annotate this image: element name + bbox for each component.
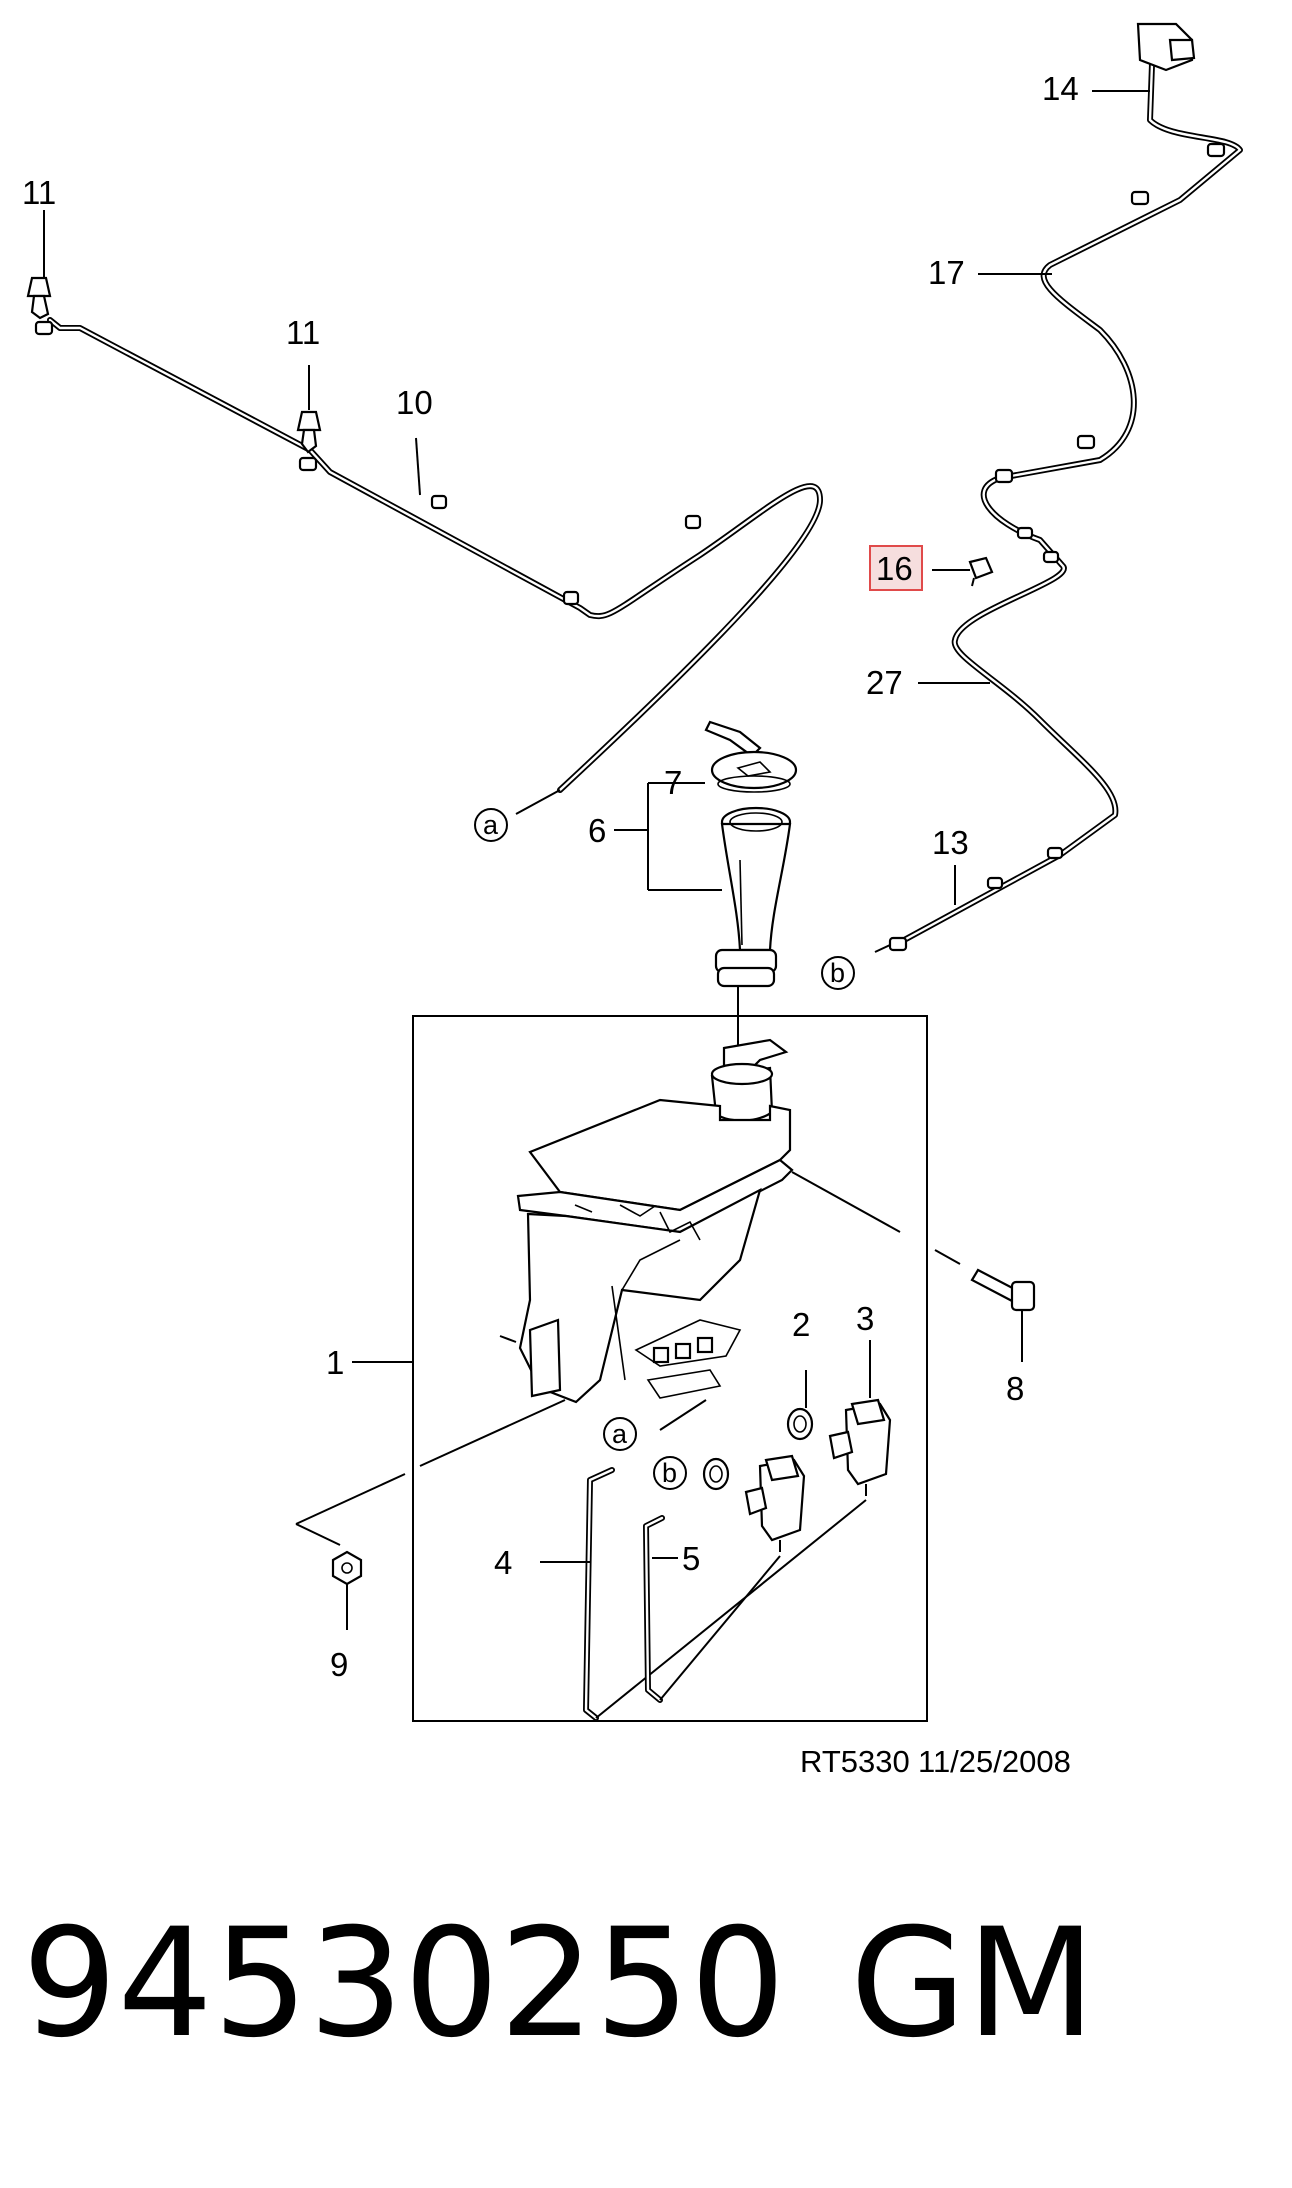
washer-pump-front <box>828 1340 892 1496</box>
nut-9 <box>331 1550 363 1630</box>
callout-4: 4 <box>494 1544 512 1581</box>
part-number: 94530250 <box>22 1897 785 2071</box>
callout-8: 8 <box>1006 1370 1024 1407</box>
callout-13: 13 <box>932 824 969 861</box>
filler-neck <box>714 806 792 988</box>
callout-9: 9 <box>330 1646 348 1683</box>
rear-washer-hose <box>874 22 1243 953</box>
callout-1: 1 <box>326 1344 344 1381</box>
callout-14: 14 <box>1042 70 1079 107</box>
svg-text:b: b <box>662 1458 677 1488</box>
bolt-8 <box>970 1268 1036 1362</box>
washer-pump-rear <box>744 1454 806 1552</box>
washer-reservoir <box>516 1038 794 1404</box>
assembly-frame <box>412 1015 928 1722</box>
svg-text:b: b <box>830 958 845 988</box>
washer-nozzle-center <box>296 410 322 454</box>
pump-hose-4 <box>583 1467 867 1721</box>
callout-27: 27 <box>866 664 903 701</box>
callout-5: 5 <box>682 1540 700 1577</box>
callout-17: 17 <box>928 254 965 291</box>
connector-b-pump: b <box>653 1456 687 1490</box>
drawing-code: RT5330 <box>800 1744 910 1779</box>
connector-b-hose: b <box>821 956 855 990</box>
callout-11-left: 11 <box>22 174 56 211</box>
svg-text:a: a <box>483 810 499 840</box>
pump-hose-5 <box>643 1515 781 1703</box>
callout-10: 10 <box>396 384 433 421</box>
callout-11-center: 11 <box>286 314 320 351</box>
callout-16: 16 <box>876 550 913 587</box>
callout-2: 2 <box>792 1306 810 1343</box>
svg-text:a: a <box>612 1419 628 1449</box>
brand-name: GM <box>850 1897 1096 2071</box>
drawing-date: 11/25/2008 <box>918 1744 1071 1779</box>
connector-a-pump: a <box>603 1417 637 1451</box>
hose-clip-16 <box>968 556 994 587</box>
front-washer-hose <box>34 317 823 815</box>
washer-nozzle-left <box>26 276 52 320</box>
grommet-2 <box>702 1370 814 1491</box>
callout-3: 3 <box>856 1300 874 1337</box>
callout-7: 7 <box>664 764 682 801</box>
callout-6: 6 <box>588 812 606 849</box>
filler-cap <box>704 720 798 793</box>
highlight-box-16 <box>869 545 923 591</box>
connector-a-hose: a <box>474 808 508 842</box>
